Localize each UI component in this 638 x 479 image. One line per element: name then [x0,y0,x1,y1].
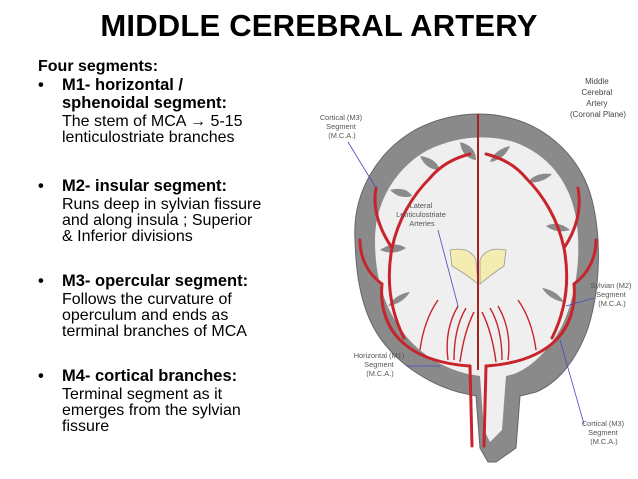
label-sylvian: Sylvian (M2) Segment (M.C.A.) [565,281,633,308]
figure-caption: Middle Cerebral Artery (Coronal Plane) [570,77,626,119]
svg-text:Lateral Lenticulostria: Lateral Lenticulostriate Arteries [396,201,448,228]
bullet-icon: • [38,76,44,94]
segment-m2: • M2- insular segment: Runs deep in sylv… [38,177,318,245]
gyri [380,142,570,306]
segment-body: The stem of MCA → 5-15 lenticulostriate … [62,113,243,146]
segment-heading: • M2- insular segment: [38,177,228,195]
segment-heading: • M1- horizontal / sphenoidal segment: [38,76,228,112]
segment-heading: • M3- opercular segment: [38,272,249,290]
label-lenticulostriate: Lateral Lenticulostriate Arteries [396,201,459,307]
label-horizontal: Horizontal (M1) Segment (M.C.A.) [354,351,440,378]
bullet-icon: • [38,177,44,195]
segment-heading: • M4- cortical branches: [38,367,238,385]
segment-body: Follows the curvature of operculum and e… [62,291,247,340]
mca-branches [358,152,598,448]
label-cortical-top: Cortical (M3) Segment (M.C.A.) [320,113,377,189]
svg-text:Horizontal (M1) Segmen: Horizontal (M1) Segment (M.C.A.) [354,351,407,378]
segment-m3: • M3- opercular segment: Follows the cur… [38,272,318,340]
bullet-icon: • [38,272,44,290]
svg-text:Cortical (M3) Segment: Cortical (M3) Segment (M.C.A.) [320,113,364,140]
svg-text:Sylvian (M2) Segment: Sylvian (M2) Segment (M.C.A.) [590,281,633,308]
segment-body: Terminal segment as it emerges from the … [62,386,241,435]
lenticulostriate-branches [419,299,537,363]
segment-m4: • M4- cortical branches: Terminal segmen… [38,367,318,435]
slide-title: MIDDLE CEREBRAL ARTERY [100,8,538,43]
bullet-icon: • [38,367,44,385]
svg-text:Cortical (M3) Segment: Cortical (M3) Segment (M.C.A.) [582,419,626,446]
white-matter [375,137,579,442]
label-cortical-bottom: Cortical (M3) Segment (M.C.A.) [559,339,626,446]
mca-coronal-illustration: Middle Cerebral Artery (Coronal Plane) [320,77,633,463]
segment-m1: • M1- horizontal / sphenoidal segment: T… [38,76,318,146]
intro-text: Four segments: [38,58,159,75]
segment-body: Runs deep in sylvian fissure and along i… [62,196,262,245]
